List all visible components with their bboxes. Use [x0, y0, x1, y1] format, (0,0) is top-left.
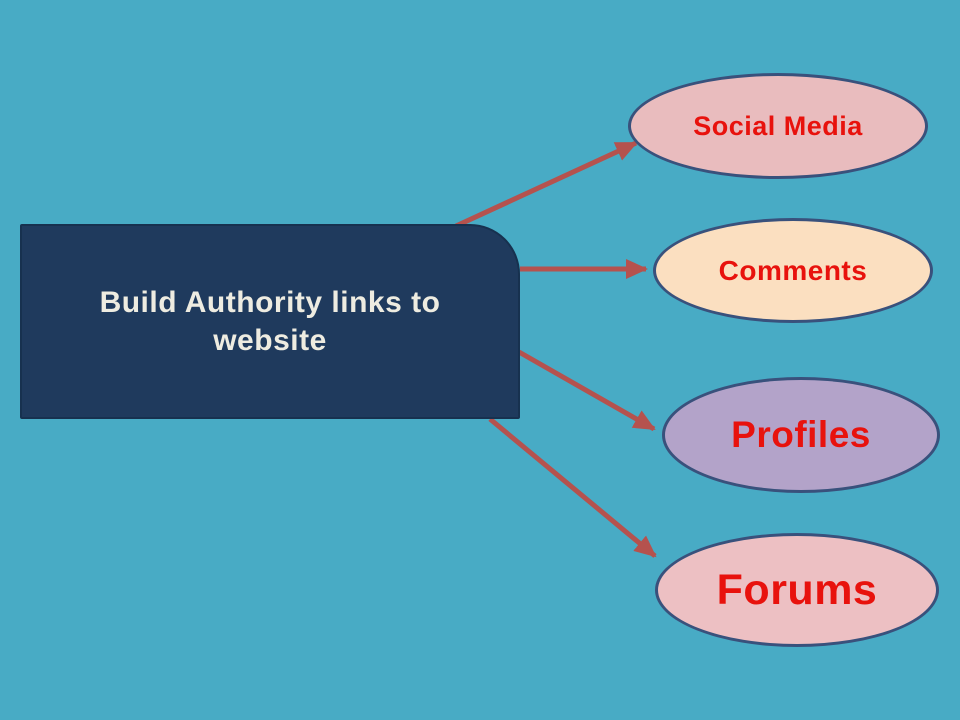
main-topic-label: Build Authority links to website [99, 285, 441, 357]
node-social-media: Social Media [628, 73, 928, 179]
arrow-to-social-media [454, 140, 638, 229]
node-social-media-label: Social Media [693, 110, 863, 141]
arrow-to-profiles [517, 349, 656, 432]
node-comments-label: Comments [718, 254, 868, 286]
node-comments: Comments [653, 218, 933, 323]
node-forums: Forums [655, 533, 939, 647]
arrow-to-forums [488, 417, 657, 558]
node-profiles: Profiles [662, 377, 940, 493]
node-profiles-label: Profiles [731, 414, 871, 455]
node-forums-label: Forums [716, 565, 878, 614]
main-topic-box: Build Authority links to website [20, 224, 520, 419]
